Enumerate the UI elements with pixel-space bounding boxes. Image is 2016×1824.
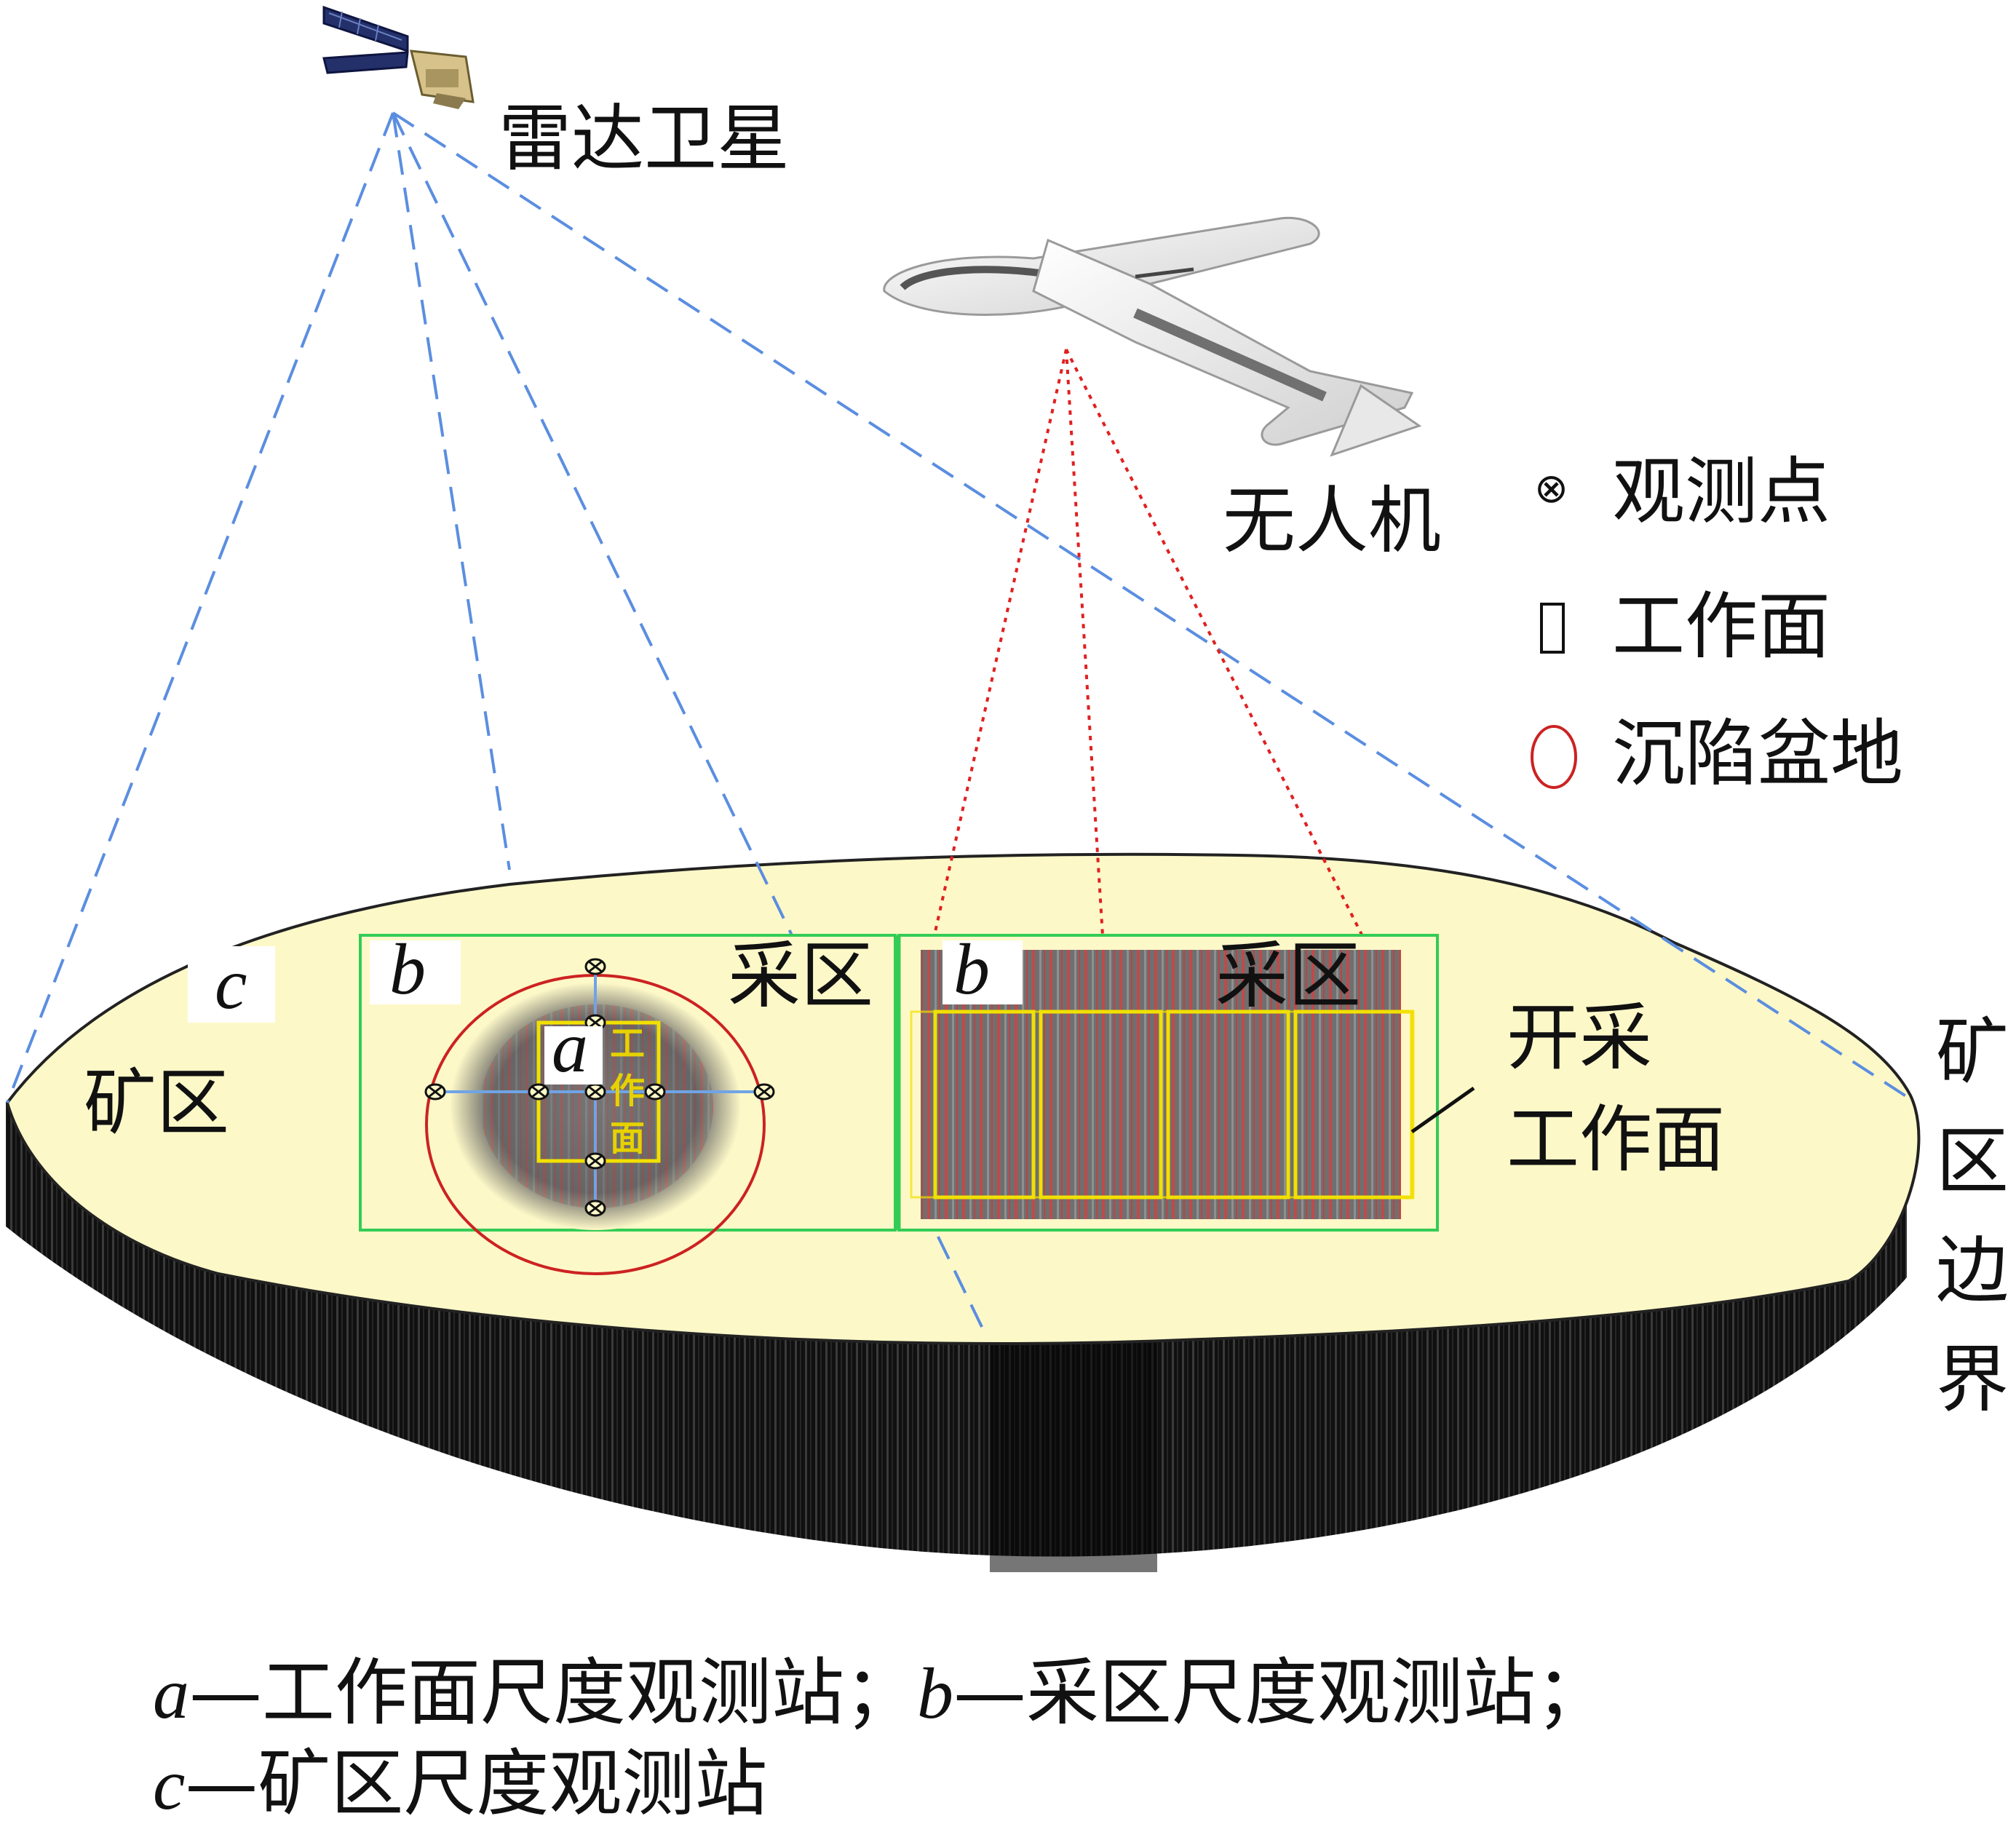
scale-b-left-bg (370, 940, 461, 1004)
legend-subsidence-basin-label: 沉陷盆地 (1612, 711, 1903, 796)
mine-area-label: 矿区 (84, 1060, 229, 1146)
uav-icon (883, 216, 1422, 457)
mining-face-label-line1: 开采 (1507, 995, 1652, 1080)
caption-text-b: —采区尺度观测站； (953, 1650, 1608, 1735)
mine-boundary-label: 矿 区 边 界 (1936, 1010, 2009, 1422)
mine-boundary-char-3: 边 (1936, 1228, 2009, 1313)
legend-subsidence-basin-icon (1531, 725, 1577, 789)
caption-letter-a: a (153, 1653, 189, 1734)
scale-a-bg (544, 1026, 603, 1085)
legend: ⊗ 观测点 工作面 沉陷盆地 (1531, 449, 1903, 796)
scale-b-right-bg (942, 940, 1023, 1004)
caption-text-a: —工作面尺度观测站； (189, 1650, 917, 1735)
caption-letter-b: b (917, 1653, 953, 1734)
mining-face-label-line2: 工作面 (1507, 1097, 1725, 1182)
uav-label: 无人机 (1223, 478, 1441, 563)
caption-text-c: —矿区尺度观测站 (185, 1741, 767, 1824)
working-face-outer (910, 1010, 1415, 1199)
mining-district-label-left: 采区 (728, 933, 873, 1018)
mine-boundary-char-2: 区 (1936, 1119, 2009, 1204)
satellite-label: 雷达卫星 (499, 96, 790, 181)
scale-b-label-left: b (389, 929, 426, 1010)
mine-boundary-char-4: 界 (1936, 1337, 2009, 1422)
inner-face-char-3: 面 (610, 1118, 645, 1159)
caption-line-1: a—工作面尺度观测站；b—采区尺度观测站； (153, 1650, 1608, 1735)
caption: a—工作面尺度观测站；b—采区尺度观测站； c—矿区尺度观测站 (153, 1650, 1608, 1824)
inner-face-char-1: 工 (610, 1023, 645, 1064)
mining-face-pointer (1410, 1086, 1475, 1134)
scale-c-bg (188, 946, 275, 1023)
satellite-icon (322, 5, 475, 109)
scale-c-label: c (215, 943, 247, 1024)
caption-letter-c: c (153, 1744, 185, 1824)
satellite-beams (6, 111, 1912, 1329)
mine-boundary-char-1: 矿 (1936, 1010, 2009, 1095)
caption-line-2: c—矿区尺度观测站 (153, 1741, 767, 1824)
legend-observation-point-label: 观测点 (1612, 449, 1830, 534)
legend-working-face-icon (1540, 603, 1565, 654)
mining-district-label-right: 采区 (1215, 933, 1361, 1018)
scale-a-label: a (552, 1007, 588, 1087)
legend-working-face-label: 工作面 (1612, 584, 1830, 669)
legend-observation-point-icon: ⊗ (1534, 465, 1568, 512)
inner-face-char-2: 作 (610, 1071, 645, 1111)
scale-b-label-right: b (953, 929, 990, 1010)
